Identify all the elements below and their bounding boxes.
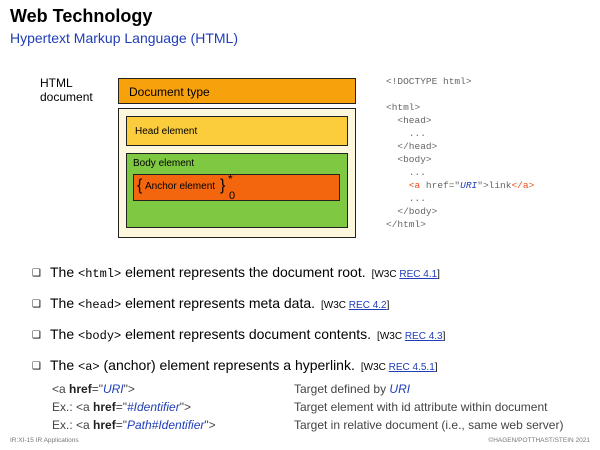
multiplicity-subscript: 0	[229, 190, 236, 202]
code-line: </html>	[386, 219, 426, 230]
code-line: ...	[386, 128, 426, 139]
bullet-html: The <html> element represents the docume…	[50, 264, 440, 281]
w3c-rec-4-3-link[interactable]: REC 4.3	[404, 331, 443, 342]
slide-title: Web Technology	[10, 6, 153, 26]
bullet-body: The <body> element represents document c…	[50, 326, 446, 343]
bullet-marker: ❑	[32, 268, 41, 279]
code-line: <body>	[386, 154, 432, 165]
anchor-element-box	[133, 174, 340, 201]
code-line-anchor: <a href="URI">link</a>	[408, 180, 535, 191]
slide-footer-right: ©HAGEN/POTTHAST/STEIN 2021	[488, 437, 590, 444]
code-line: </head>	[386, 141, 438, 152]
head-element-box: Head element	[126, 116, 348, 146]
example-syntax: Ex.: <a href="Path#Identifier">	[52, 418, 216, 432]
example-syntax: Ex.: <a href="#Identifier">	[52, 400, 191, 414]
bullet-marker: ❑	[32, 361, 41, 372]
w3c-rec-4-1-link[interactable]: REC 4.1	[399, 269, 438, 280]
anchor-element-label: Anchor element	[145, 181, 216, 192]
bullet-marker: ❑	[32, 299, 41, 310]
brace-open: {	[137, 177, 143, 194]
example-description: Target element with id attribute within …	[294, 400, 548, 414]
code-line: ...	[386, 167, 426, 178]
code-line: </body>	[386, 206, 438, 217]
slide-subtitle: Hypertext Markup Language (HTML)	[10, 30, 238, 46]
example-description: Target defined by URI	[294, 382, 411, 396]
brace-close: }	[220, 177, 226, 194]
html-document-label: HTML document	[40, 76, 93, 104]
document-type-box: Document type	[118, 78, 356, 104]
w3c-rec-4-5-1-link[interactable]: REC 4.5.1	[388, 362, 435, 373]
bullet-marker: ❑	[32, 330, 41, 341]
code-line: <html>	[386, 102, 421, 113]
slide-footer-left: IR:XI-15 IR Applications	[10, 437, 79, 444]
w3c-rec-4-2-link[interactable]: REC 4.2	[348, 300, 387, 311]
bullet-anchor: The <a> (anchor) element represents a hy…	[50, 357, 438, 374]
bullet-head: The <head> element represents meta data.…	[50, 295, 390, 312]
multiplicity-superscript: *	[228, 172, 233, 186]
example-syntax: <a href="URI">	[52, 382, 135, 396]
body-element-label: Body element	[133, 158, 195, 169]
example-description: Target in relative document (i.e., same …	[294, 418, 564, 432]
code-line: <!DOCTYPE html>	[386, 76, 472, 87]
code-line: <head>	[386, 115, 432, 126]
code-line: ...	[386, 193, 426, 204]
